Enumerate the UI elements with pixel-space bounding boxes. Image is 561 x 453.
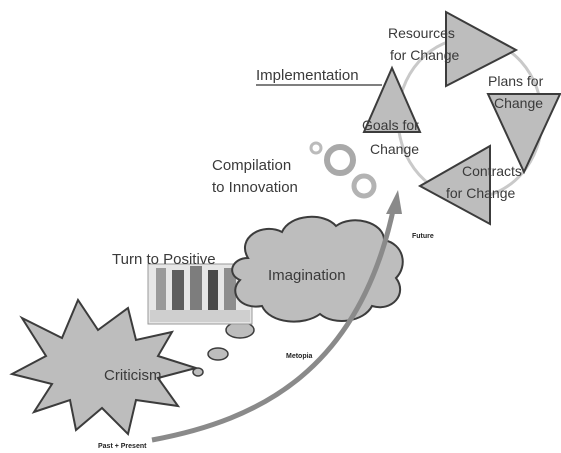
resources-label-line1: Resources: [388, 25, 455, 41]
metopia-label: Metopia: [286, 353, 313, 360]
resources-triangle: [445, 10, 519, 88]
contracts-label-line1: Contracts: [462, 163, 522, 179]
imagination-label: Imagination: [268, 267, 346, 284]
goals-label-line1: Goals for: [362, 117, 419, 133]
contracts-triangle: [417, 144, 491, 226]
implementation-label: Implementation: [256, 67, 359, 84]
plans-label-line2: Change: [494, 95, 543, 111]
medium-bubble: [324, 144, 356, 176]
compilation-label-line2: to Innovation: [212, 179, 298, 196]
figure-3: [190, 266, 202, 318]
small-bubble-2: [351, 173, 377, 199]
compilation-label-line1: Compilation: [212, 157, 291, 174]
progress-arrow-head: [386, 190, 402, 214]
criticism-label: Criticism: [104, 367, 162, 384]
goals-triangle: [362, 65, 422, 133]
progress-arrow: [151, 205, 397, 443]
future-label: Future: [412, 233, 434, 240]
resources-label-line2: for Change: [390, 47, 459, 63]
plans-label-line1: Plans for: [488, 73, 544, 89]
imagination-cloud: [231, 215, 404, 323]
contracts-label-line2: for Change: [446, 185, 515, 201]
plans-triangle: [486, 93, 561, 175]
figure-1: [156, 268, 166, 318]
figure-base: [150, 310, 250, 322]
figure-5: [224, 268, 236, 318]
figure-2: [172, 270, 184, 318]
figure-4: [208, 270, 218, 318]
goals-label-line2: Change: [370, 141, 419, 157]
thought-bubble-medium: [207, 347, 229, 361]
thought-bubble-small: [192, 367, 204, 377]
past-present-label: Past + Present: [98, 443, 147, 450]
small-bubble-1: [309, 141, 323, 155]
turn-to-positive-label: Turn to Positive: [112, 251, 216, 268]
criticism-starburst: [9, 297, 200, 436]
